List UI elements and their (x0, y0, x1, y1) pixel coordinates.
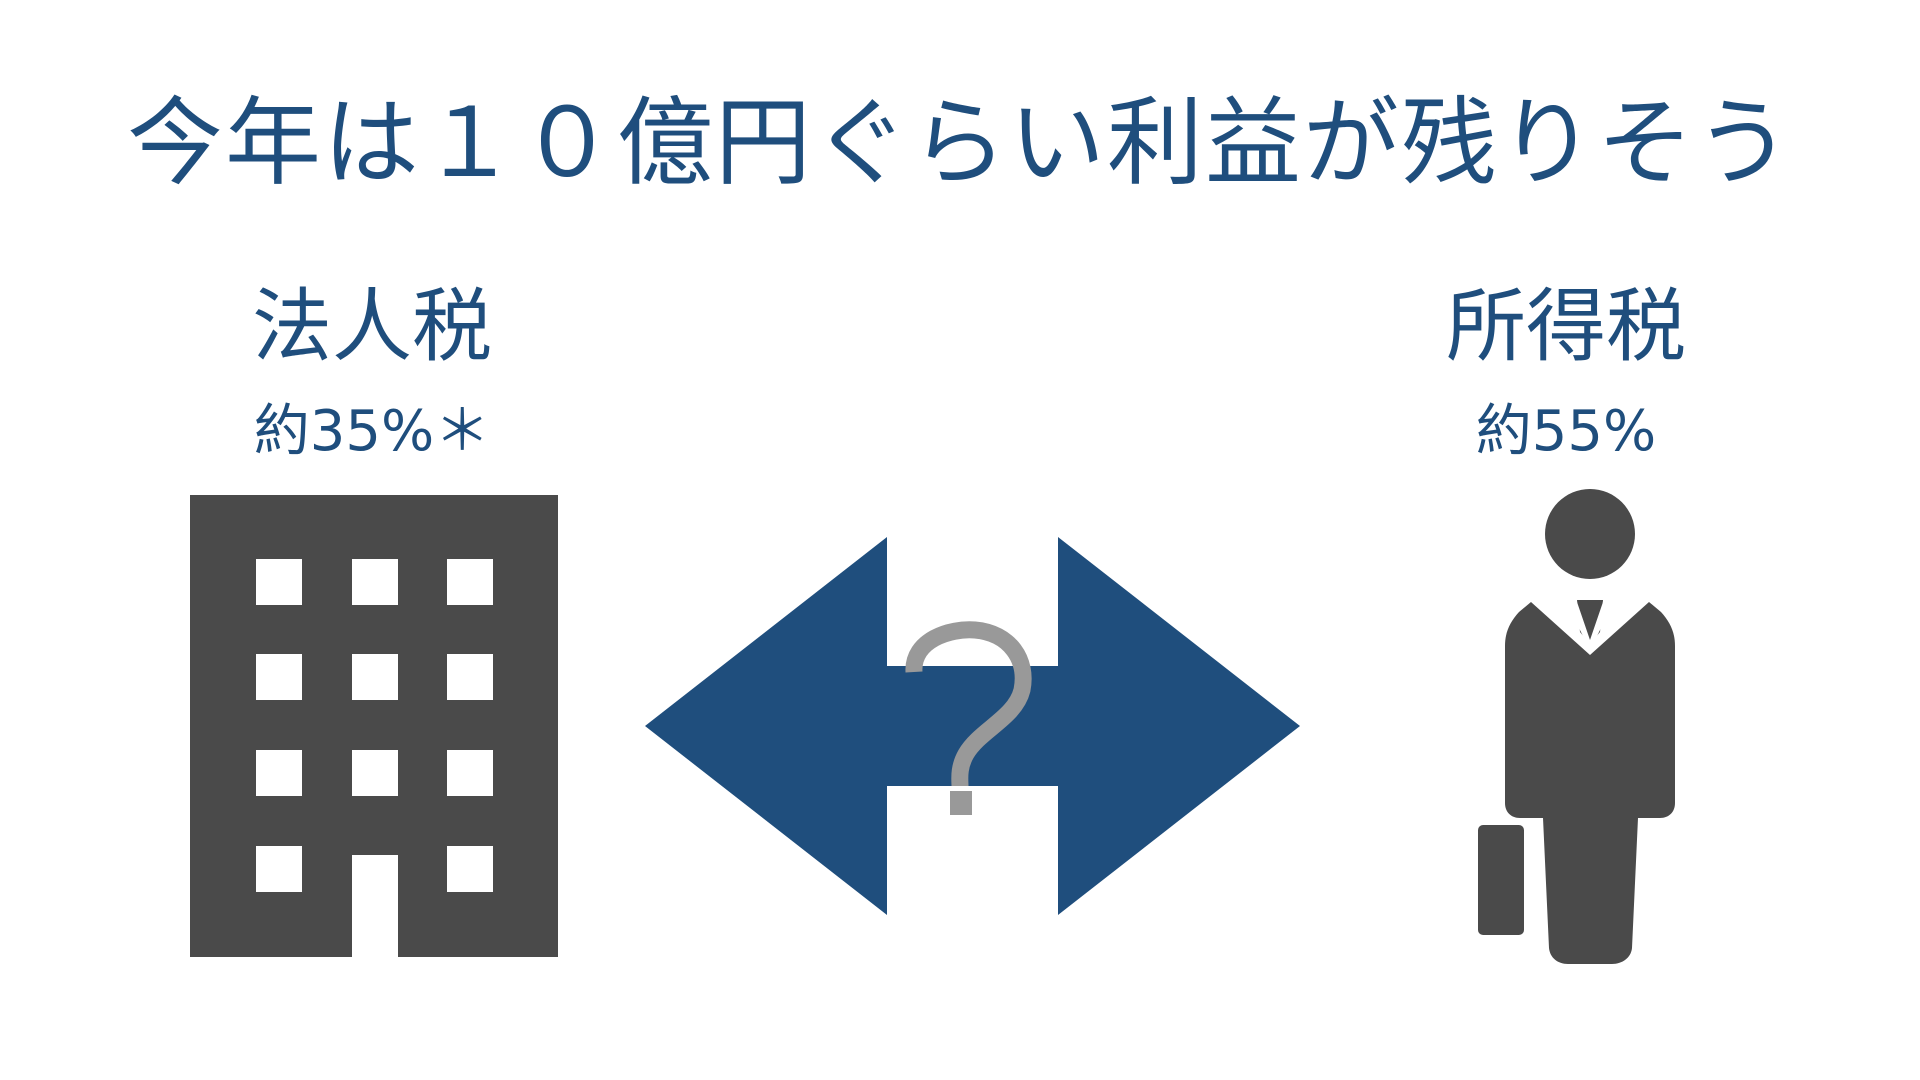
office-building-icon (190, 495, 558, 957)
businessman-icon (1478, 489, 1675, 964)
slide-title: 今年は１０億円ぐらい利益が残りそう (127, 87, 1793, 199)
building-windows (256, 559, 493, 892)
income-tax-label: 所得税 (1446, 280, 1686, 373)
income-tax-rate: 約55% (1475, 399, 1657, 464)
corporate-tax-rate: 約35%＊ (253, 399, 491, 464)
briefcase-icon (1478, 825, 1524, 935)
double-arrow-icon (645, 537, 1300, 915)
corporate-tax-label: 法人税 (252, 280, 492, 373)
question-mark-icon (905, 621, 1032, 815)
